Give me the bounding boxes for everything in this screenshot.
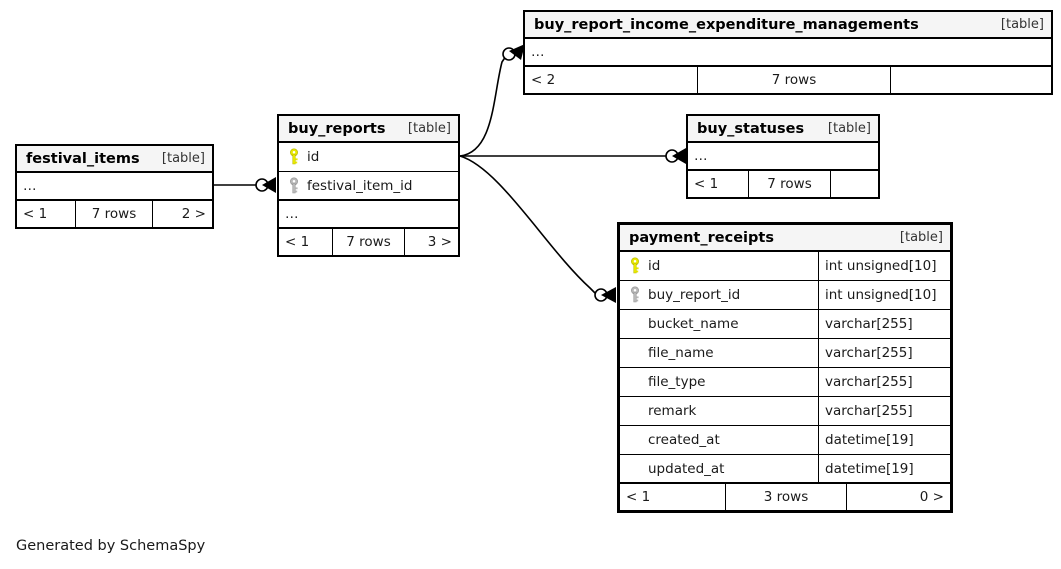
collapsed-columns-ellipsis: … bbox=[17, 173, 212, 201]
endpoint-circle-buy-statuses bbox=[665, 149, 679, 163]
footer-children-count bbox=[891, 67, 1051, 93]
edge-buy-reports-to-payment-receipts bbox=[459, 155, 597, 295]
table-title: payment_receipts bbox=[629, 229, 774, 246]
arrowhead-buy-reports bbox=[262, 177, 276, 193]
column-name-cell: file_type bbox=[620, 374, 818, 390]
table-title: festival_items bbox=[26, 150, 140, 167]
table-title: buy_statuses bbox=[697, 120, 805, 137]
table-header: buy_reports [table] bbox=[279, 116, 458, 143]
column-type: varchar[255] bbox=[818, 397, 950, 425]
column-row[interactable]: created_at datetime[19] bbox=[620, 426, 950, 455]
column-name: file_name bbox=[648, 345, 714, 361]
table-header: festival_items [table] bbox=[17, 146, 212, 173]
primary-key-icon bbox=[631, 257, 639, 274]
table-kind-label: [table] bbox=[1000, 17, 1044, 32]
column-name-cell: created_at bbox=[620, 432, 818, 448]
table-kind-label: [table] bbox=[827, 121, 871, 136]
collapsed-columns-ellipsis: … bbox=[525, 39, 1051, 67]
column-row[interactable]: bucket_name varchar[255] bbox=[620, 310, 950, 339]
column-name-cell: updated_at bbox=[620, 461, 818, 477]
foreign-key-icon bbox=[290, 176, 298, 193]
column-type: int unsigned[10] bbox=[818, 252, 950, 280]
generated-by-caption: Generated by SchemaSpy bbox=[16, 538, 206, 554]
footer-parents-count: < 2 bbox=[531, 72, 556, 88]
column-list: id int unsigned[10] buy_report_id int un… bbox=[620, 252, 950, 484]
table-header: buy_report_income_expenditure_management… bbox=[525, 12, 1051, 39]
footer-row-count: 3 rows bbox=[725, 484, 847, 510]
edge-buy-reports-to-income-expenditure bbox=[459, 55, 507, 157]
column-name: remark bbox=[648, 403, 697, 419]
endpoint-circle-payment-receipts bbox=[594, 288, 608, 302]
column-list: id festival_item_id bbox=[279, 143, 458, 201]
footer-parents-count: < 1 bbox=[23, 206, 48, 222]
foreign-key-icon bbox=[631, 286, 639, 303]
column-name-cell: remark bbox=[620, 403, 818, 419]
column-name: id bbox=[648, 258, 661, 274]
column-row[interactable]: file_name varchar[255] bbox=[620, 339, 950, 368]
table-footer: < 1 7 rows 2 > bbox=[17, 201, 212, 227]
table-title: buy_report_income_expenditure_management… bbox=[534, 16, 919, 33]
table-buy-report-income-expenditure-managements[interactable]: buy_report_income_expenditure_management… bbox=[523, 10, 1053, 95]
table-kind-label: [table] bbox=[899, 230, 943, 245]
column-type: varchar[255] bbox=[818, 368, 950, 396]
column-row[interactable]: file_type varchar[255] bbox=[620, 368, 950, 397]
column-name: buy_report_id bbox=[648, 287, 741, 303]
table-payment-receipts[interactable]: payment_receipts [table] id int unsigned… bbox=[617, 222, 953, 513]
table-title: buy_reports bbox=[288, 120, 386, 137]
table-footer: < 2 7 rows bbox=[525, 67, 1051, 93]
table-festival-items[interactable]: festival_items [table] … < 1 7 rows 2 > bbox=[15, 144, 214, 229]
footer-children-count: 0 > bbox=[919, 489, 944, 505]
column-type: varchar[255] bbox=[818, 339, 950, 367]
column-name: id bbox=[307, 149, 320, 165]
footer-row-count: 7 rows bbox=[332, 229, 405, 255]
table-kind-label: [table] bbox=[161, 151, 205, 166]
footer-parents-count: < 1 bbox=[285, 234, 310, 250]
table-header: payment_receipts [table] bbox=[620, 225, 950, 252]
collapsed-columns-ellipsis: … bbox=[688, 143, 878, 171]
column-row[interactable]: buy_report_id int unsigned[10] bbox=[620, 281, 950, 310]
column-name-cell: bucket_name bbox=[620, 316, 818, 332]
table-buy-reports[interactable]: buy_reports [table] id bbox=[277, 114, 460, 257]
table-footer: < 1 7 rows 3 > bbox=[279, 229, 458, 255]
column-name: created_at bbox=[648, 432, 720, 448]
footer-row-count: 7 rows bbox=[697, 67, 891, 93]
column-name-cell: id bbox=[620, 257, 818, 275]
endpoint-circle-buy-reports bbox=[255, 178, 269, 192]
column-name: updated_at bbox=[648, 460, 725, 477]
arrowhead-payment-receipts bbox=[601, 287, 616, 303]
column-name-cell: file_name bbox=[620, 345, 818, 361]
column-name: festival_item_id bbox=[307, 177, 413, 194]
footer-parents-count: < 1 bbox=[694, 176, 719, 192]
column-name: file_type bbox=[648, 374, 706, 390]
footer-children-count: 2 > bbox=[181, 206, 206, 222]
primary-key-icon bbox=[290, 148, 298, 165]
column-type: datetime[19] bbox=[818, 455, 950, 482]
column-row[interactable]: id int unsigned[10] bbox=[620, 252, 950, 281]
column-row[interactable]: id bbox=[279, 143, 458, 172]
footer-parents-count: < 1 bbox=[626, 489, 651, 505]
collapsed-columns-ellipsis: … bbox=[279, 201, 458, 229]
column-type: datetime[19] bbox=[818, 426, 950, 454]
column-name-cell: festival_item_id bbox=[279, 176, 458, 195]
table-kind-label: [table] bbox=[407, 121, 451, 136]
footer-row-count: 7 rows bbox=[75, 201, 153, 227]
column-row[interactable]: festival_item_id bbox=[279, 172, 458, 201]
column-type: int unsigned[10] bbox=[818, 281, 950, 309]
table-footer: < 1 3 rows 0 > bbox=[620, 484, 950, 510]
column-name-cell: buy_report_id bbox=[620, 286, 818, 304]
footer-children-count bbox=[831, 171, 878, 197]
column-row[interactable]: updated_at datetime[19] bbox=[620, 455, 950, 484]
column-type: varchar[255] bbox=[818, 310, 950, 338]
column-name: bucket_name bbox=[648, 316, 739, 332]
table-footer: < 1 7 rows bbox=[688, 171, 878, 197]
footer-row-count: 7 rows bbox=[748, 171, 831, 197]
column-name-cell: id bbox=[279, 148, 458, 166]
footer-children-count: 3 > bbox=[427, 234, 452, 250]
arrowhead-buy-statuses bbox=[672, 148, 686, 164]
table-header: buy_statuses [table] bbox=[688, 116, 878, 143]
endpoint-circle-income-expenditure bbox=[502, 47, 516, 61]
table-buy-statuses[interactable]: buy_statuses [table] … < 1 7 rows bbox=[686, 114, 880, 199]
column-row[interactable]: remark varchar[255] bbox=[620, 397, 950, 426]
